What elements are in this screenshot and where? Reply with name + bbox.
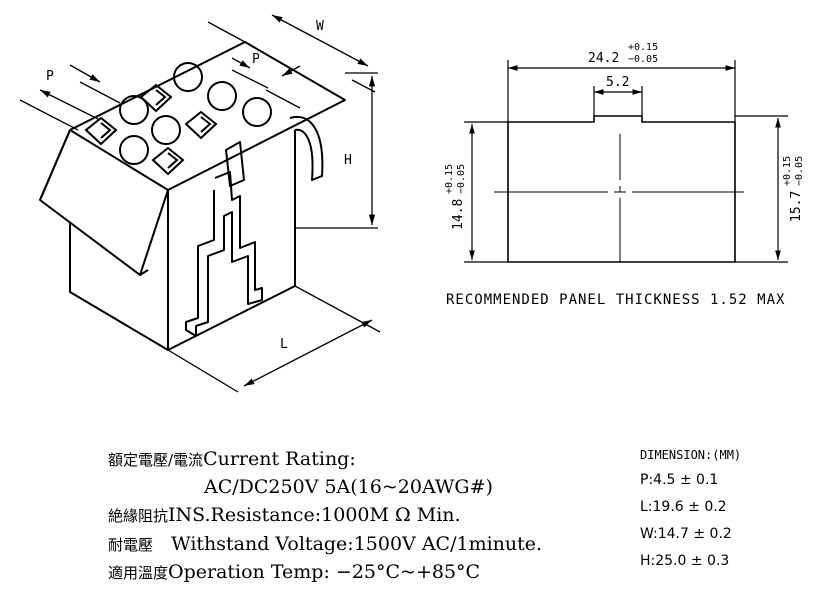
l-label: L (280, 337, 288, 352)
connector-lower-body (69, 222, 169, 351)
cavity-square (139, 83, 173, 113)
p-right-label: P (252, 52, 260, 67)
panel-thickness-note: RECOMMENDED PANEL THICKNESS 1.52 MAX (446, 292, 786, 308)
connector-isometric-view (39, 41, 346, 351)
connector-cavities (84, 62, 272, 176)
spec-current-rating: 額定電壓/電流Current Rating: (108, 448, 356, 470)
panel-width-tol-minus: −0.05 (628, 54, 658, 65)
spec-insulation-resistance-text: INS.Resistance:1000M Ω Min. (168, 504, 461, 526)
dimension-row-p: P:4.5 ± 0.1 (640, 472, 719, 488)
w-dimension-line (271, 14, 369, 67)
cavity-square (184, 110, 218, 140)
connector-latch-arm (289, 115, 324, 181)
spec-current-rating-cjk: 額定電壓/電流 (108, 451, 204, 469)
panel-left-tol-plus: +0.15 (444, 164, 455, 194)
h-label: H (344, 153, 352, 168)
dimension-header: DIMENSION:(MM) (640, 448, 742, 462)
panel-right-tol-minus: −0.05 (794, 156, 805, 186)
panel-left-height-value: 14.8 (451, 199, 466, 230)
dimension-table: DIMENSION:(MM) P:4.5 ± 0.1 L:19.6 ± 0.2 … (640, 448, 741, 580)
connector-dimensions (19, 14, 381, 393)
spec-withstand-voltage-text: Withstand Voltage:1500V AC/1minute. (171, 533, 543, 555)
l-dimension-line (243, 319, 373, 387)
spec-rating-value-text: AC/DC250V 5A(16~20AWG#) (204, 476, 493, 498)
connector-front-face (167, 130, 296, 351)
panel-width-tol-plus: +0.15 (628, 42, 658, 53)
p-left-dimension-line (39, 89, 101, 121)
dimension-row-l: L:19.6 ± 0.2 (640, 499, 727, 515)
cavity-round (207, 81, 237, 111)
cavity-round (119, 135, 149, 165)
panel-cutout-outline (507, 115, 736, 263)
dimension-row-w: W:14.7 ± 0.2 (640, 526, 732, 542)
p-left-label: P (46, 69, 54, 84)
w-label: W (316, 19, 324, 34)
cavity-round (151, 115, 181, 145)
panel-right-tol-plus: +0.15 (782, 156, 793, 186)
spec-current-rating-text: Current Rating: (203, 448, 356, 470)
spec-operation-temp-cjk: 適用溫度 (108, 564, 169, 582)
cavity-round (119, 95, 149, 125)
panel-right-height-value: 15.7 (789, 191, 804, 222)
cavity-square (151, 146, 185, 176)
spec-insulation-resistance-cjk: 絶緣阻抗 (108, 507, 169, 525)
cavity-square (84, 116, 118, 146)
spec-withstand-voltage-cjk: 耐電壓 (108, 536, 154, 554)
spec-insulation-resistance: 絶緣阻抗INS.Resistance:1000M Ω Min. (108, 504, 461, 526)
cavity-round (242, 97, 272, 127)
panel-notch-value: 5.2 (606, 75, 629, 90)
terminal-slot (185, 171, 263, 337)
cavity-round (173, 62, 203, 92)
spec-operation-temp-text: Operation Temp: −25°C~+85°C (168, 561, 481, 583)
panel-left-tol-minus: −0.05 (456, 164, 467, 194)
panel-width-value: 24.2 (588, 51, 619, 66)
p-right-dimension-line (231, 57, 251, 69)
panel-cutout-view (494, 115, 744, 263)
panel-dimensions (464, 60, 788, 263)
dimension-row-h: H:25.0 ± 0.3 (640, 553, 730, 569)
spec-current-rating-value: AC/DC250V 5A(16~20AWG#) (204, 476, 493, 498)
spec-withstand-voltage: 耐電壓 Withstand Voltage:1500V AC/1minute. (108, 533, 542, 555)
spec-operation-temp: 適用溫度Operation Temp: −25°C~+85°C (108, 561, 480, 583)
